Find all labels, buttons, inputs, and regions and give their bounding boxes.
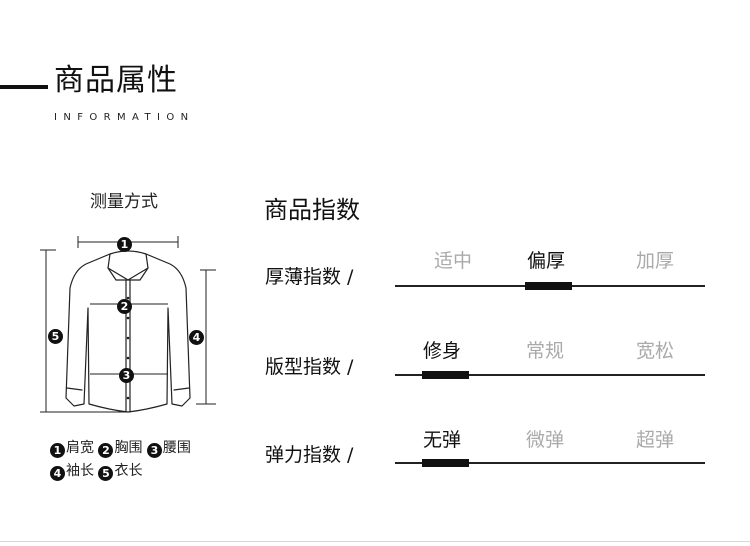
row-label-thickness: 厚薄指数 / (265, 266, 354, 288)
row-label-fit: 版型指数 / (265, 356, 354, 378)
marker-sleeve: 4 (189, 328, 205, 345)
index-title: 商品指数 (264, 196, 360, 224)
marker-shoulder: 1 (117, 235, 133, 252)
option-thickness-1: 偏厚 (527, 250, 566, 272)
option-thickness-2: 加厚 (636, 250, 675, 272)
option-elasticity-2: 超弹 (636, 429, 675, 451)
marker-chest: 2 (117, 297, 133, 314)
marker-length: 5 (48, 327, 64, 344)
elasticity-track (395, 462, 705, 464)
header-accent-bar (0, 85, 48, 89)
measure-title: 测量方式 (90, 192, 158, 212)
option-fit-1: 常规 (526, 340, 565, 362)
marker-waist: 3 (119, 366, 135, 383)
thickness-marker (525, 282, 572, 290)
option-fit-0: 修身 (423, 340, 462, 362)
section-title: 商品属性 (54, 63, 178, 98)
option-fit-2: 宽松 (636, 340, 675, 362)
row-label-elasticity: 弹力指数 / (265, 444, 354, 466)
fit-track (395, 374, 705, 376)
option-elasticity-1: 微弹 (526, 429, 565, 451)
section-subtitle: INFORMATION (54, 112, 195, 123)
shirt-diagram (40, 236, 216, 413)
option-thickness-0: 适中 (434, 250, 473, 272)
fit-marker (422, 371, 469, 379)
bottom-divider (0, 541, 750, 542)
option-elasticity-0: 无弹 (423, 429, 462, 451)
elasticity-marker (422, 459, 469, 467)
